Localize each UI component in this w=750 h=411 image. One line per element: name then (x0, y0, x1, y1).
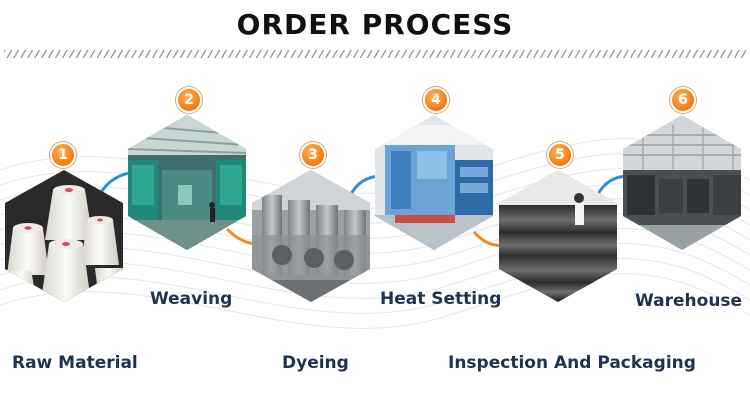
heat-setting-machine-photo (375, 115, 493, 250)
step-5-badge: 5 (547, 142, 573, 168)
step-5-label: Inspection And Packaging (448, 353, 696, 373)
step-3-label: Dyeing (282, 353, 349, 373)
weaving-machines-photo (128, 115, 246, 250)
step-1-badge: 1 (50, 142, 76, 168)
yarn-cones-photo (5, 170, 123, 302)
warehouse-photo (623, 115, 741, 250)
step-2-label: Weaving (150, 289, 233, 309)
step-1-label: Raw Material (12, 353, 138, 373)
page-title: ORDER PROCESS (236, 8, 514, 41)
dyeing-machines-photo (252, 170, 370, 302)
step-6-label: Warehouse (635, 291, 743, 311)
step-4-badge: 4 (423, 87, 449, 113)
step-4-label: Heat Setting (380, 289, 502, 309)
dashed-divider (4, 50, 746, 58)
step-6-badge: 6 (670, 87, 696, 113)
step-2-badge: 2 (176, 87, 202, 113)
step-3-badge: 3 (300, 142, 326, 168)
inspection-rolls-photo (499, 170, 617, 302)
